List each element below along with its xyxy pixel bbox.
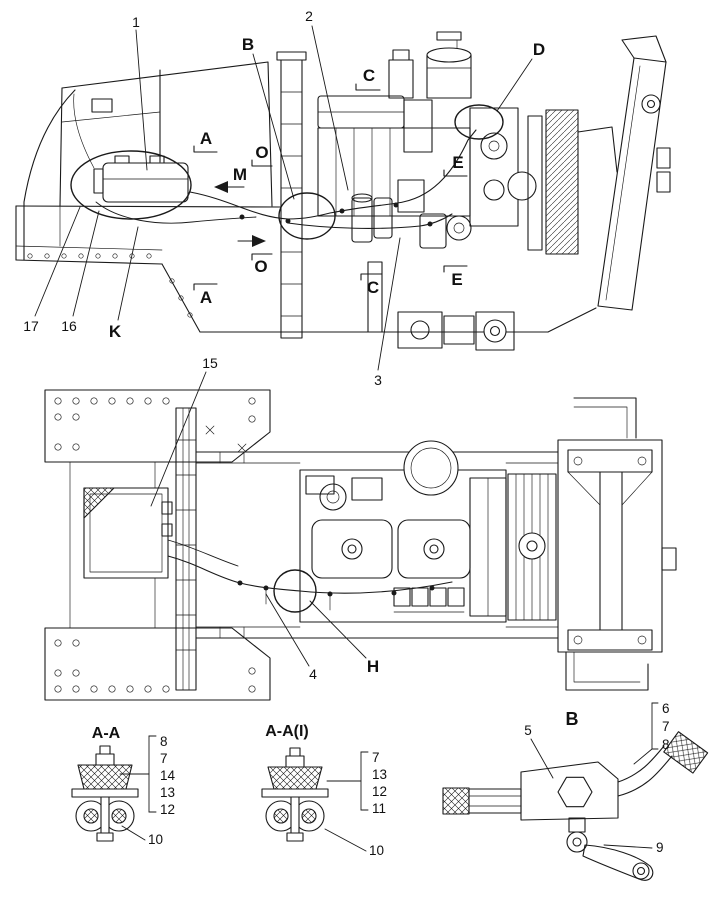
detail-aai-item-7: 7 bbox=[372, 750, 380, 765]
detail-b-item-8: 8 bbox=[662, 737, 670, 752]
section-label-C-bottom: C bbox=[367, 278, 379, 297]
detail-b-item-9: 9 bbox=[656, 840, 664, 855]
callout-M: M bbox=[233, 165, 247, 184]
detail-b-item-6: 6 bbox=[662, 701, 670, 716]
detail-b-title: B bbox=[566, 709, 579, 729]
section-label-A-bottom: A bbox=[200, 288, 212, 307]
callout-4: 4 bbox=[309, 666, 317, 682]
detail-aai-title: A-A(I) bbox=[265, 723, 309, 740]
detail-aai-item-12: 12 bbox=[372, 784, 387, 799]
callout-16: 16 bbox=[61, 318, 77, 334]
plan-view-leaders bbox=[265, 593, 367, 667]
detail-aa-item-14: 14 bbox=[160, 768, 176, 783]
callout-15: 15 bbox=[202, 355, 218, 371]
detail-aai-item-13: 13 bbox=[372, 767, 387, 782]
section-label-O-top: O bbox=[255, 143, 268, 162]
detail-aai-item-10: 10 bbox=[369, 843, 384, 858]
detail-aa-item-12: 12 bbox=[160, 802, 175, 817]
section-marks bbox=[193, 83, 468, 291]
section-label-O-bottom: O bbox=[254, 257, 267, 276]
detail-aa-item-13: 13 bbox=[160, 785, 175, 800]
detail-aa-item-7: 7 bbox=[160, 751, 168, 766]
callout-H: H bbox=[367, 657, 379, 676]
section-label-E-bottom: E bbox=[451, 270, 462, 289]
plan-view-drawing bbox=[44, 389, 677, 701]
view-arrows bbox=[214, 181, 266, 247]
callout-B: B bbox=[242, 35, 254, 54]
detail-aa-item-10: 10 bbox=[148, 832, 163, 847]
detail-b-item-5: 5 bbox=[524, 723, 532, 738]
detail-aai-drawing bbox=[261, 747, 369, 852]
detail-circle-B bbox=[278, 192, 336, 240]
detail-b-drawing bbox=[442, 702, 709, 881]
callout-17: 17 bbox=[23, 318, 39, 334]
detail-circle-D bbox=[454, 104, 504, 140]
detail-aai-item-11: 11 bbox=[372, 801, 386, 816]
side-view-drawing bbox=[15, 31, 671, 351]
callout-3: 3 bbox=[374, 372, 382, 388]
side-view-leaders bbox=[34, 25, 533, 507]
callout-1: 1 bbox=[132, 14, 140, 30]
callout-D: D bbox=[533, 40, 545, 59]
detail-aa-drawing bbox=[71, 735, 157, 842]
callout-K: K bbox=[109, 322, 122, 341]
section-label-C-top: C bbox=[363, 66, 375, 85]
section-label-A-top: A bbox=[200, 129, 212, 148]
detail-aa-title: A-A bbox=[92, 725, 121, 742]
detail-circle-H bbox=[273, 569, 317, 613]
section-label-E-top: E bbox=[452, 153, 463, 172]
detail-aa-item-8: 8 bbox=[160, 734, 168, 749]
callout-2: 2 bbox=[305, 8, 313, 24]
detail-b-item-7: 7 bbox=[662, 719, 670, 734]
